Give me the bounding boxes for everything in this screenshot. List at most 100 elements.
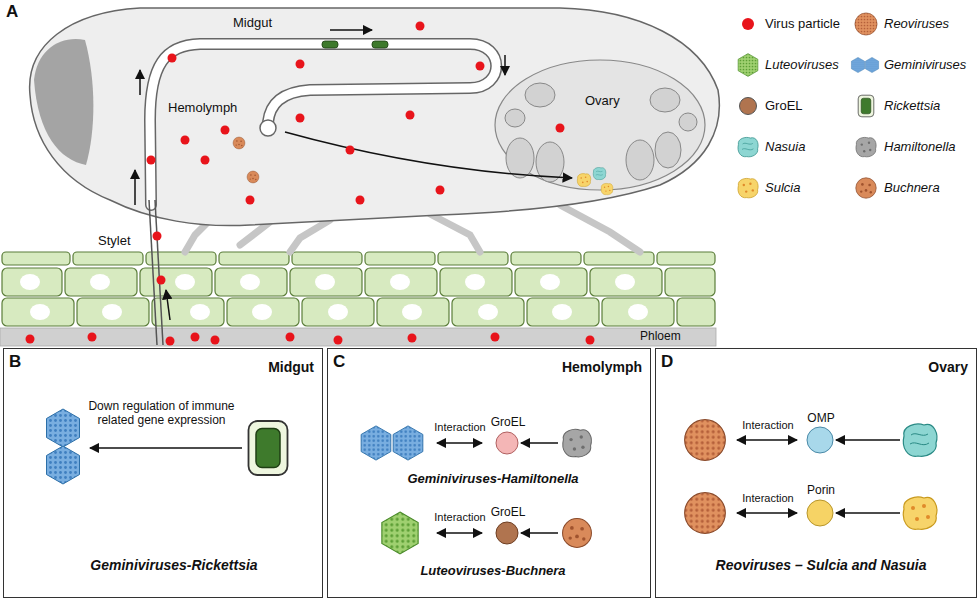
illustration-line — [521, 532, 558, 534]
illustration-path — [134, 170, 136, 205]
illustration-line — [437, 442, 482, 444]
illustration-use — [855, 13, 877, 35]
panel-heading: Hemolymph — [488, 359, 642, 376]
virus-particles — [26, 22, 595, 346]
interaction-label: Interaction — [736, 419, 800, 432]
illustration-path — [150, 44, 496, 205]
illustration-circle — [496, 522, 518, 544]
illustration-ellipse — [390, 274, 410, 290]
illustration-rect — [657, 252, 715, 265]
interaction-label: Interaction — [428, 511, 492, 524]
illustration-path — [430, 214, 480, 252]
illustration-ellipse — [252, 304, 272, 320]
illustration-rect — [665, 268, 715, 296]
panel-heading: Ovary — [816, 359, 968, 376]
panel-letter: C — [333, 352, 345, 372]
pair-caption: Geminiviruses-Rickettsia — [34, 557, 314, 574]
illustration-use — [685, 420, 726, 461]
interaction-label: Interaction — [428, 421, 492, 434]
illustration-rect — [365, 268, 437, 296]
illustration-rect — [290, 268, 362, 296]
illustration-circle — [211, 336, 220, 345]
illustration-circle — [496, 432, 518, 454]
illustration-g — [2, 252, 715, 326]
illustration-rect — [440, 268, 512, 296]
illustration-rect — [0, 328, 716, 346]
pair-caption: Geminiviruses-Hamiltonella — [348, 471, 638, 486]
illustration-ellipse — [478, 304, 498, 320]
illustration-path — [560, 205, 640, 252]
illustration-circle — [436, 186, 445, 195]
illustration-circle — [286, 333, 295, 342]
legend-text: Hamiltonella — [884, 139, 956, 154]
illustration-use — [738, 178, 758, 197]
illustration-use — [593, 168, 606, 180]
illustration-ellipse — [540, 274, 560, 290]
illustration-circle — [356, 196, 365, 205]
illustration-circle — [296, 60, 305, 69]
illustration-rect — [452, 298, 524, 326]
illustration-ellipse — [495, 60, 705, 190]
illustration-ellipse — [190, 304, 210, 320]
illustration-ellipse — [315, 274, 335, 290]
illustration-ellipse — [626, 140, 654, 180]
illustration-ellipse — [175, 274, 195, 290]
illustration-ellipse — [628, 304, 648, 320]
illustration-use — [856, 137, 876, 156]
illustration-ellipse — [650, 88, 680, 112]
illustration-rect — [602, 298, 674, 326]
illustration-ellipse — [525, 83, 555, 107]
illustration-circle — [260, 120, 276, 136]
illustration-circle — [334, 336, 343, 345]
illustration-circle — [26, 335, 35, 344]
legend-text: Buchnera — [884, 180, 940, 195]
protein-label: GroEL — [488, 505, 528, 519]
illustration-ellipse — [505, 109, 525, 127]
illustration-g — [505, 83, 697, 182]
illustration-ellipse — [90, 274, 110, 290]
illustration-use — [685, 493, 726, 534]
illustration-use — [851, 57, 864, 72]
legend-text: Rickettsia — [884, 98, 940, 113]
panel-letter: B — [9, 352, 21, 372]
panel-d-art — [685, 420, 937, 534]
interaction-label: Interaction — [736, 492, 800, 505]
panel-box: CHemolymphInteractionGroELGeminiviruses-… — [327, 348, 651, 598]
illustration-circle — [476, 62, 485, 71]
illustration-path — [150, 44, 496, 205]
illustration-use — [47, 446, 80, 484]
illustration-path — [34, 39, 93, 165]
illustration-circle — [88, 333, 97, 342]
pair-caption: Luteoviruses-Buchnera — [348, 563, 638, 578]
illustration-rect — [372, 41, 388, 48]
illustration-use — [577, 174, 590, 187]
illustration-use — [903, 424, 937, 456]
panel-box: BMidgutDown regulation of immune related… — [3, 348, 323, 598]
illustration-rect — [590, 268, 662, 296]
illustration-circle — [191, 333, 200, 342]
illustration-use — [738, 54, 758, 77]
illustration-use — [47, 409, 80, 447]
illustration-line — [521, 442, 558, 444]
illustration-rect — [215, 268, 287, 296]
illustration-use — [738, 137, 758, 156]
illustration-use — [601, 183, 613, 194]
illustration-use — [563, 429, 592, 457]
illustration-ellipse — [328, 304, 348, 320]
illustration-g — [135, 30, 572, 320]
illustration-path — [139, 70, 141, 95]
legend-text: GroEL — [765, 98, 803, 113]
illustration-line — [737, 439, 797, 441]
illustration-use — [361, 426, 391, 460]
illustration-rect — [140, 268, 212, 296]
illustration-circle — [168, 54, 177, 63]
illustration-path — [166, 290, 170, 320]
illustration-rect — [219, 252, 289, 265]
protein-label: OMP — [801, 411, 841, 425]
illustration-circle — [296, 114, 305, 123]
illustration-rect — [322, 41, 338, 48]
illustration-ellipse — [30, 304, 50, 320]
panel-letter: A — [6, 2, 18, 22]
illustration-use — [856, 178, 876, 198]
illustration-path — [504, 55, 506, 75]
